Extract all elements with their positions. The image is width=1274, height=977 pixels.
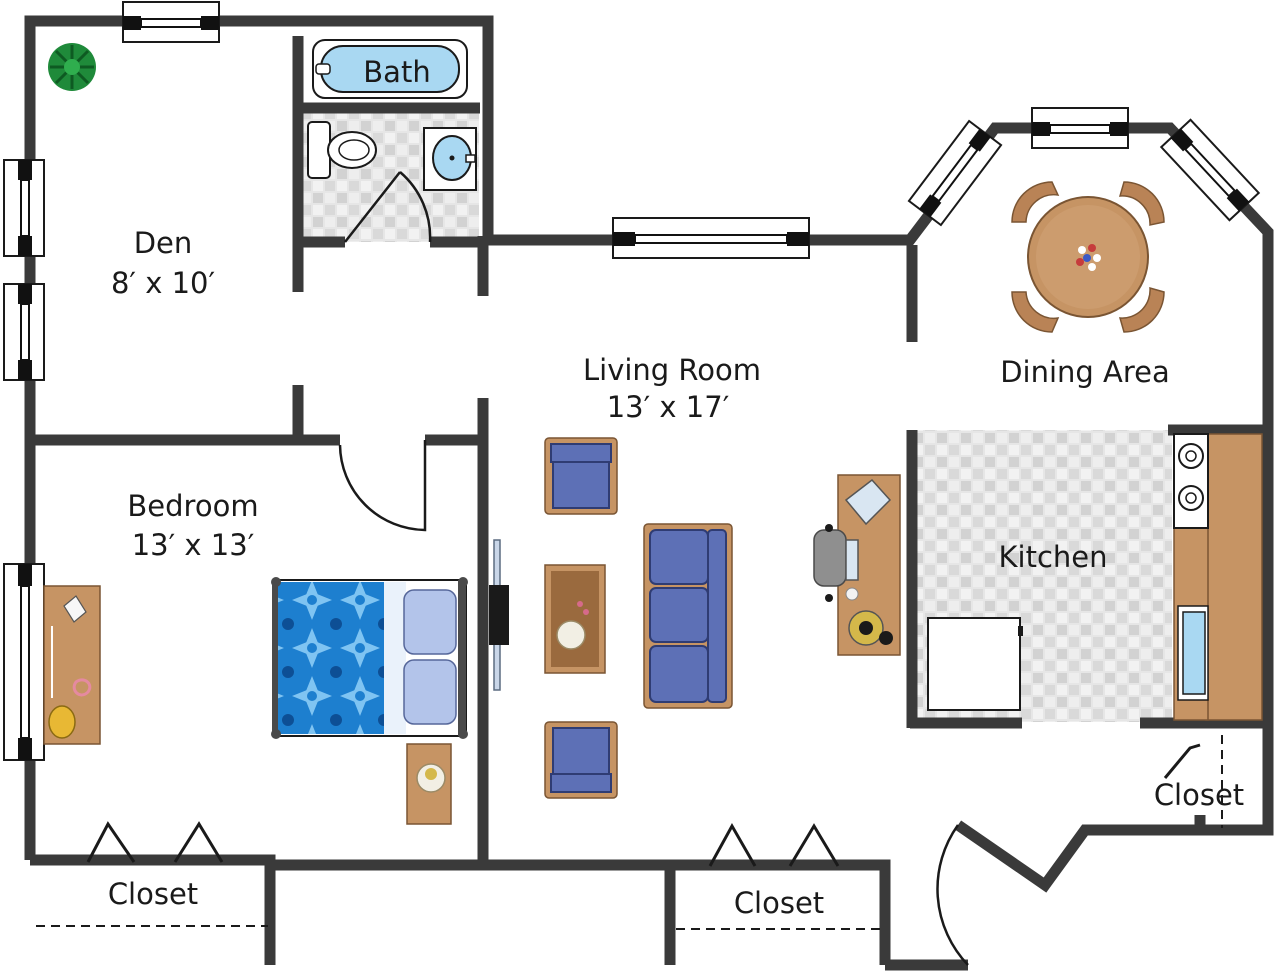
plant-icon <box>48 43 96 91</box>
toilet-icon <box>307 121 377 179</box>
coffee-table <box>544 564 606 674</box>
kitchen-counter <box>1173 433 1263 721</box>
label-bedroom-name: Bedroom <box>127 489 258 523</box>
armchair-bottom <box>544 721 618 799</box>
dining-table <box>1011 181 1165 333</box>
armchair-top <box>544 437 618 515</box>
bath-door <box>344 171 432 243</box>
sink-icon <box>423 127 477 191</box>
refrigerator <box>927 617 1023 711</box>
nightstand <box>406 743 452 825</box>
vanity-desk <box>43 585 101 745</box>
windows <box>3 1 1261 761</box>
label-kitchen: Kitchen <box>999 540 1108 574</box>
label-living-size: 13′ x 17′ <box>607 390 730 424</box>
label-den-size: 8′ x 10′ <box>111 266 215 300</box>
bedroom-door <box>338 440 427 532</box>
flowers-icon <box>1076 244 1101 271</box>
desk <box>813 474 901 656</box>
closet-doors <box>86 743 1201 867</box>
bed <box>271 577 468 739</box>
bathtub <box>312 39 468 99</box>
label-closet-kitchen: Closet <box>1154 778 1244 812</box>
label-closet-living: Closet <box>734 886 824 920</box>
label-bedroom-size: 13′ x 13′ <box>132 528 255 562</box>
tv-icon <box>489 539 509 691</box>
label-closet-bedroom: Closet <box>108 877 198 911</box>
label-dining: Dining Area <box>1000 355 1170 389</box>
entry-door <box>936 824 969 966</box>
label-living-name: Living Room <box>583 353 761 387</box>
sofa <box>643 523 733 709</box>
room-labels: Bath Den 8′ x 10′ Living Room 13′ x 17′ … <box>108 55 1244 920</box>
label-bath: Bath <box>363 55 430 89</box>
label-den-name: Den <box>134 226 193 260</box>
